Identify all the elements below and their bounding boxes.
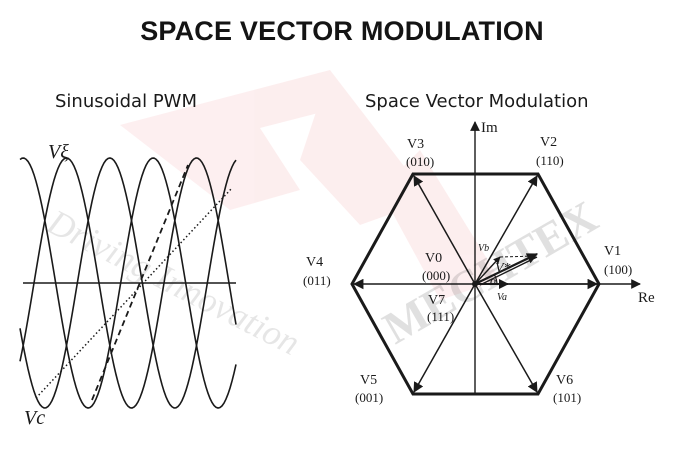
sine-wave-a — [19, 157, 237, 409]
axis-im-label: Im — [481, 120, 498, 136]
v2-code: (110) — [536, 153, 564, 168]
alpha-label: α — [490, 273, 498, 288]
v7-code: (111) — [427, 309, 454, 324]
reference-vector-arrow — [474, 253, 538, 285]
v3-label: V3 — [407, 137, 424, 152]
alpha-arc — [493, 273, 498, 285]
reference-vector-label: V* — [495, 261, 511, 276]
v3-code: (010) — [406, 154, 434, 169]
vector-v6-arrow — [474, 283, 538, 393]
vector-v5-arrow — [413, 283, 476, 393]
svm-subtitle: Space Vector Modulation — [365, 91, 589, 112]
v0-code: (000) — [422, 268, 450, 283]
v6-code: (101) — [553, 390, 581, 405]
mechtex-logo-watermark — [120, 70, 500, 300]
v1-code: (100) — [604, 262, 632, 277]
sine-wave-c — [19, 157, 237, 409]
v1-label: V1 — [604, 244, 621, 259]
page-title: SPACE VECTOR MODULATION — [140, 16, 544, 46]
axis-re-label: Re — [638, 290, 655, 306]
vector-v2-arrow — [474, 175, 538, 285]
dashed-ramp — [91, 164, 189, 401]
sinusoidal-pwm-subtitle: Sinusoidal PWM — [55, 91, 197, 112]
va-label: Va — [497, 292, 507, 303]
v0-label: V0 — [425, 251, 442, 266]
v6-label: V6 — [556, 373, 573, 388]
v7-label: V7 — [428, 293, 445, 308]
v2-label: V2 — [540, 135, 557, 150]
vector-v3-arrow — [413, 175, 476, 285]
reference-vector-arrow-2 — [479, 256, 538, 286]
vb-label: Vb — [478, 243, 489, 254]
vb-component-arrow — [474, 256, 501, 285]
origin-dot — [472, 281, 478, 287]
sine-wave-b — [19, 157, 237, 409]
v5-label: V5 — [360, 373, 377, 388]
v5-code: (001) — [355, 390, 383, 405]
hexagon-outline — [350, 172, 601, 396]
label-v-c: Vc — [24, 407, 45, 429]
label-v-xi: Vξ — [48, 141, 69, 163]
v4-code: (011) — [303, 273, 331, 288]
v4-label: V4 — [306, 255, 323, 270]
